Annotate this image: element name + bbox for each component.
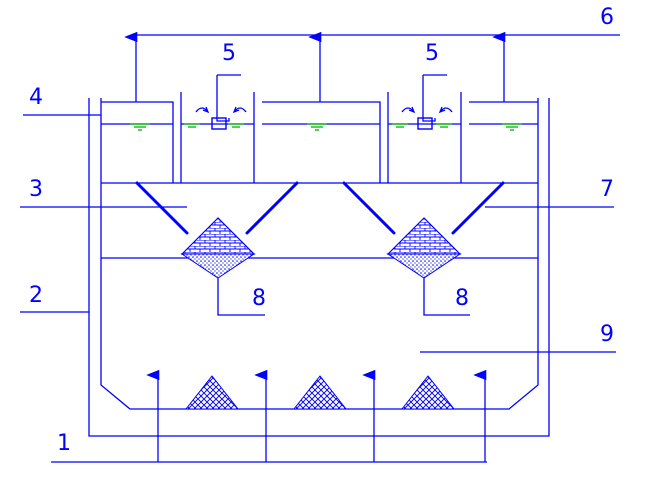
label-9: 9 xyxy=(600,322,614,347)
bottom-packing-mounds xyxy=(184,375,456,410)
label-8-right: 8 xyxy=(455,286,469,311)
label-1: 1 xyxy=(57,431,71,456)
label-7: 7 xyxy=(600,177,614,202)
inlet-pipes xyxy=(51,369,487,463)
label-6: 6 xyxy=(600,5,614,30)
label-5-left: 5 xyxy=(222,41,236,66)
label-5-right: 5 xyxy=(425,41,439,66)
label-2: 2 xyxy=(29,283,43,308)
inner-tank xyxy=(100,98,539,410)
label-8-left: 8 xyxy=(252,286,266,311)
inclined-baffles xyxy=(135,181,505,235)
packing-pile-icon xyxy=(180,217,462,279)
top-compartments xyxy=(101,92,538,183)
leader-lines xyxy=(20,114,616,353)
outer-tank xyxy=(88,98,550,437)
water-level-icon xyxy=(130,123,522,131)
outlet-header xyxy=(124,31,620,102)
aerator-icon xyxy=(195,74,453,130)
label-3: 3 xyxy=(29,177,43,202)
label-4: 4 xyxy=(29,85,43,110)
